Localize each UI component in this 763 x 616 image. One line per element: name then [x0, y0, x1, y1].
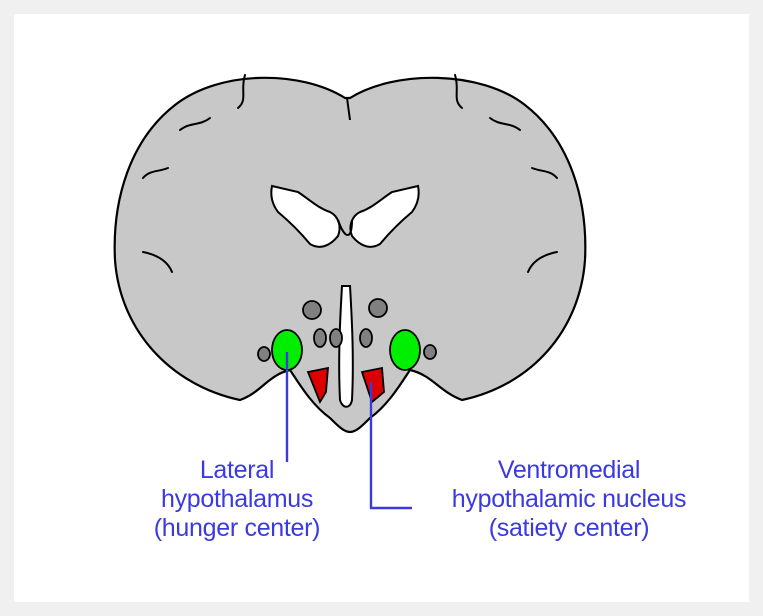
ventromedial-label-line1: Ventromedial: [410, 456, 728, 485]
lateral-hypothalamus-right: [390, 330, 420, 370]
diagram-canvas: Lateral hypothalamus (hunger center) Ven…: [14, 14, 749, 602]
ventromedial-nucleus-label: Ventromedial hypothalamic nucleus (satie…: [410, 456, 728, 543]
lateral-label-line3: (hunger center): [119, 514, 355, 543]
ventromedial-label-line3: (satiety center): [410, 514, 728, 543]
lateral-label-line1: Lateral: [119, 456, 355, 485]
lateral-label-line2: hypothalamus: [119, 485, 355, 514]
ventromedial-label-line2: hypothalamic nucleus: [410, 485, 728, 514]
lateral-hypothalamus-label: Lateral hypothalamus (hunger center): [119, 456, 355, 543]
third-ventricle: [339, 286, 353, 407]
